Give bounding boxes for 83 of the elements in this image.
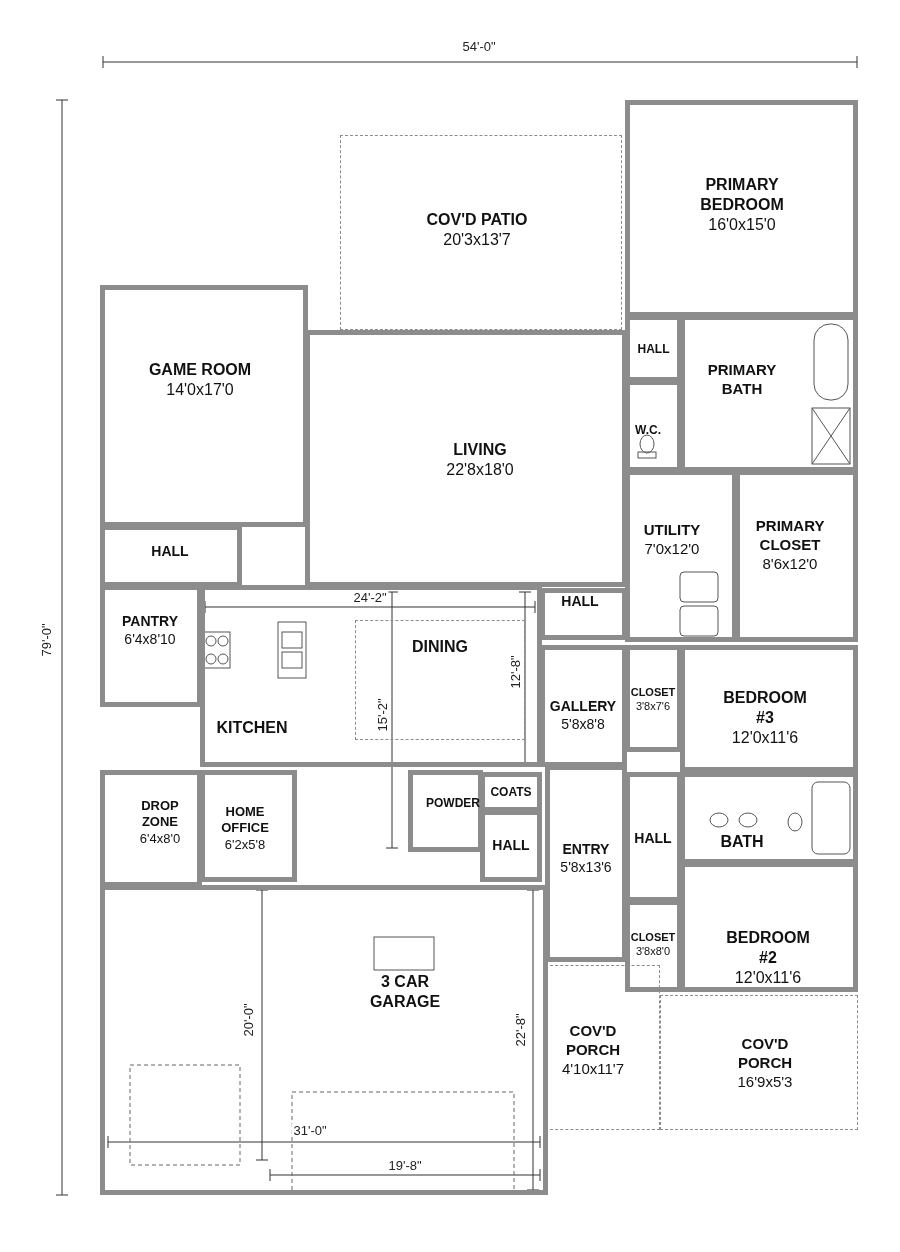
room-dimensions: 6'4x8'0 (139, 830, 181, 847)
room-outline (625, 100, 858, 317)
room-name: DROP ZONE (140, 797, 180, 831)
room-name: CLOSET (630, 686, 676, 700)
room-name: HALL (151, 543, 189, 561)
room-name: LIVING (453, 440, 507, 460)
room-name: HALL (637, 341, 670, 356)
room-outline (100, 885, 548, 1195)
room-dimensions: 22'8x18'0 (446, 460, 514, 480)
room-outline (680, 645, 858, 772)
room-dimensions: 16'9x5'3 (737, 1072, 793, 1092)
dimension-label: 15'-2" (375, 696, 389, 734)
room-name: GAME ROOM (148, 360, 252, 380)
dimension-label: 20'-0" (241, 1001, 255, 1039)
room-name: ENTRY (562, 840, 610, 858)
room-dimensions: 3'8x7'6 (635, 700, 671, 714)
room-outline (340, 135, 622, 330)
room-outline (735, 470, 858, 642)
room-dimensions: 5'8x13'6 (560, 858, 612, 876)
room-name: HALL (634, 830, 672, 848)
room-outline (100, 770, 202, 887)
dimension-label: 12'-8" (508, 653, 522, 691)
room-name: HOME OFFICE (221, 803, 269, 837)
room-outline (305, 330, 627, 587)
room-outline (100, 585, 202, 707)
room-outline (480, 810, 542, 882)
room-name: PRIMARY BEDROOM (699, 175, 785, 215)
room-dimensions: 6'4x8'10 (124, 630, 176, 648)
room-name: POWDER (426, 795, 480, 811)
room-outline (408, 770, 483, 852)
room-name: DINING (412, 637, 468, 657)
room-name: W.C. (635, 422, 661, 438)
room-name: PRIMARY CLOSET (755, 516, 825, 555)
room-outline (625, 900, 682, 992)
dimension-label: 22'-8" (513, 1011, 527, 1049)
dimension-label: 24'-2" (351, 590, 389, 604)
room-dimensions: 4'10x11'7 (561, 1059, 625, 1079)
dimension-label: 31'-0" (291, 1123, 329, 1137)
room-dimensions: 6'2x5'8 (224, 836, 266, 853)
room-dimensions: 3'8x8'0 (635, 945, 671, 959)
room-name: COV'D PORCH (564, 1021, 622, 1060)
room-name: PRIMARY BATH (706, 361, 778, 399)
room-name: KITCHEN (216, 718, 288, 738)
room-outline (545, 765, 627, 962)
room-outline (680, 315, 858, 472)
room-outline (625, 315, 682, 382)
room-outline (540, 588, 627, 640)
room-outline (680, 862, 858, 992)
room-outline (100, 525, 242, 587)
room-name: BATH (720, 832, 764, 852)
room-name: BEDROOM #3 (722, 688, 808, 728)
room-outline (480, 772, 542, 812)
room-outline (660, 995, 858, 1130)
room-name: HALL (492, 837, 530, 855)
room-dimensions: 7'0x12'0 (644, 540, 700, 559)
room-name: HALL (561, 593, 599, 611)
room-outline (540, 645, 627, 767)
room-outline (625, 380, 682, 472)
room-name: COATS (490, 784, 532, 800)
dimension-label: 54'-0" (460, 39, 498, 53)
room-name: PANTRY (122, 612, 178, 630)
room-name: COV'D PATIO (426, 210, 528, 230)
room-dimensions: 5'8x8'8 (561, 715, 605, 733)
dimension-label: 19'-8" (386, 1158, 424, 1172)
room-outline (100, 285, 308, 527)
room-name: CLOSET (630, 931, 676, 945)
dimension-label: 79'-0" (39, 621, 53, 659)
room-dimensions: 20'3x13'7 (443, 230, 511, 250)
room-name: BEDROOM #2 (725, 928, 811, 968)
room-name: COV'D PORCH (736, 1034, 794, 1073)
room-name: UTILITY (643, 521, 701, 540)
room-dimensions: 12'0x11'6 (734, 968, 802, 988)
room-outline (625, 772, 682, 902)
room-outline (625, 470, 737, 642)
room-dimensions: 8'6x12'0 (762, 554, 818, 574)
room-outline (200, 770, 297, 882)
room-dimensions: 16'0x15'0 (708, 215, 776, 235)
room-outline (680, 772, 858, 864)
room-name: GALLERY (549, 697, 617, 715)
room-outline (625, 645, 682, 752)
room-dimensions: 14'0x17'0 (166, 380, 234, 400)
room-dimensions: 12'0x11'6 (731, 728, 799, 748)
room-name: 3 CAR GARAGE (368, 972, 442, 1012)
